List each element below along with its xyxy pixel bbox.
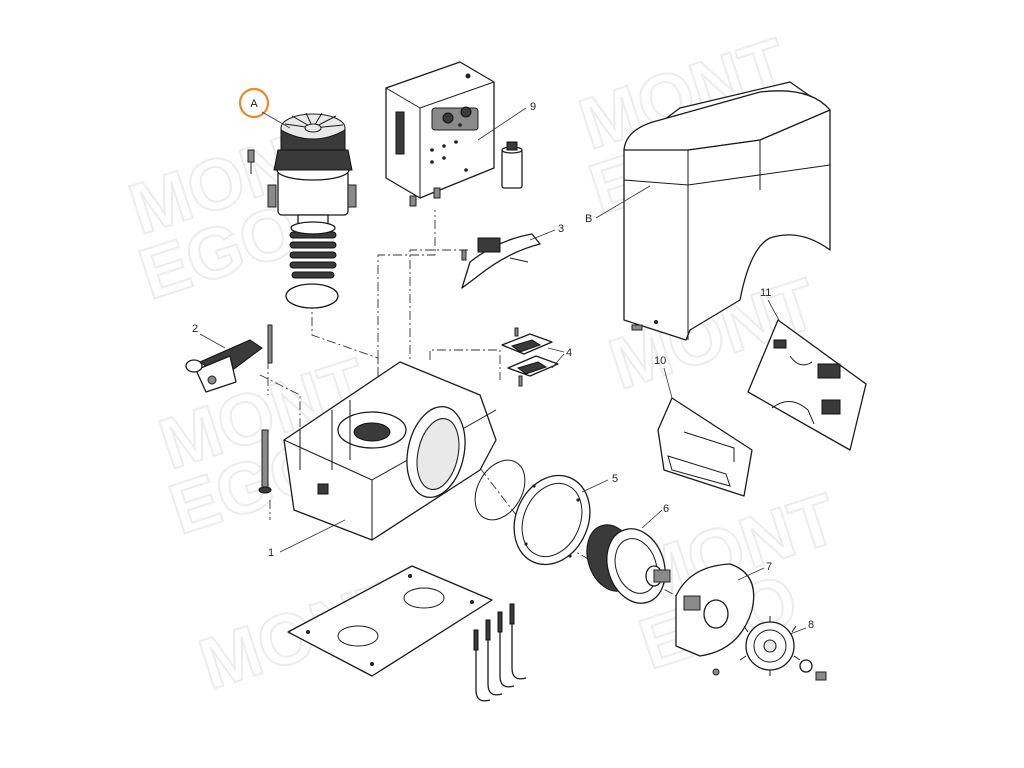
label-4: 4 [566, 347, 572, 359]
label-3: 3 [558, 223, 564, 235]
label-8: 8 [808, 619, 814, 631]
cover-shell [623, 81, 831, 341]
label-11: 11 [760, 287, 771, 299]
limit-plate [461, 233, 541, 289]
label-1: 1 [268, 547, 274, 559]
label-10: 10 [654, 355, 666, 367]
worm-wheel [586, 524, 671, 604]
electronics-card [747, 319, 867, 451]
label-6: 6 [663, 503, 669, 515]
foundation-bolts [473, 603, 527, 702]
base-plate [287, 565, 493, 677]
label-a: A [250, 98, 258, 110]
label-7: 7 [766, 561, 772, 573]
control-box [385, 61, 523, 207]
label-b: B [585, 213, 592, 225]
pinion-gear [739, 616, 827, 681]
flange-gasket [513, 474, 591, 566]
assembly-lines [259, 210, 721, 621]
gearbox-housing [258, 361, 497, 541]
switch-brackets [501, 327, 559, 387]
label-2: 2 [192, 323, 198, 335]
flange-plate [675, 563, 755, 676]
release-lever [185, 324, 273, 393]
highlight-ring-a [238, 87, 270, 119]
o-ring-housing [474, 459, 526, 521]
label-9: 9 [530, 101, 536, 113]
label-5: 5 [612, 473, 618, 485]
mounting-bracket-card [657, 397, 753, 497]
motor-assembly [247, 112, 357, 309]
